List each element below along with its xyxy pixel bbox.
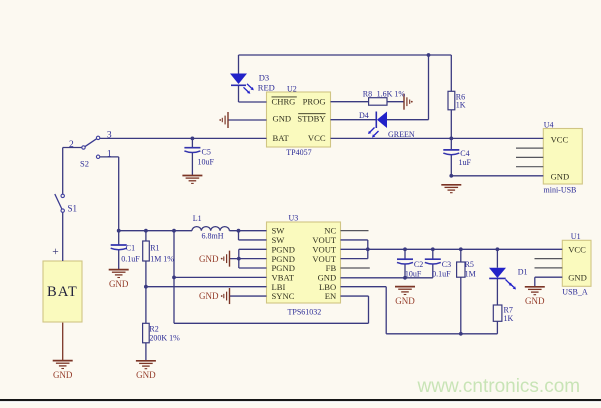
svg-text:D4: D4 <box>359 111 369 120</box>
svg-text:1K: 1K <box>456 101 466 110</box>
svg-text:C4: C4 <box>460 149 469 158</box>
svg-text:PGND: PGND <box>272 254 295 264</box>
svg-text:EN: EN <box>325 291 337 301</box>
svg-text:L1: L1 <box>193 214 202 223</box>
svg-text:NC: NC <box>324 226 336 236</box>
svg-text:D3: D3 <box>259 72 269 82</box>
svg-text:1M: 1M <box>465 270 476 279</box>
svg-text:S2: S2 <box>80 158 89 168</box>
svg-text:2: 2 <box>69 140 74 150</box>
svg-text:1uF: 1uF <box>459 158 472 167</box>
svg-text:GND: GND <box>53 370 73 380</box>
svg-text:LBO: LBO <box>319 282 336 292</box>
svg-text:VCC: VCC <box>551 135 569 145</box>
svg-text:GND: GND <box>273 113 292 123</box>
svg-text:C2: C2 <box>414 260 423 269</box>
svg-text:C3: C3 <box>442 260 451 269</box>
svg-text:BAT: BAT <box>47 284 78 300</box>
svg-text:PROG: PROG <box>303 97 326 107</box>
svg-text:R1: R1 <box>150 244 159 253</box>
svg-text:1M 1%: 1M 1% <box>150 254 174 263</box>
svg-text:U2: U2 <box>287 84 297 93</box>
svg-text:GND: GND <box>525 296 545 306</box>
svg-text:U3: U3 <box>289 213 299 222</box>
svg-text:C5: C5 <box>202 147 211 156</box>
svg-text:SW: SW <box>272 226 286 236</box>
svg-text:VOUT: VOUT <box>312 254 337 264</box>
svg-text:mini-USB: mini-USB <box>544 186 577 195</box>
svg-text:RED: RED <box>258 82 275 92</box>
svg-text:LBI: LBI <box>272 282 286 292</box>
svg-text:R6: R6 <box>456 93 465 102</box>
svg-text:PGND: PGND <box>272 263 295 273</box>
svg-text:CHRG: CHRG <box>272 97 296 107</box>
svg-text:10uF: 10uF <box>198 158 215 167</box>
svg-text:S1: S1 <box>68 204 78 214</box>
svg-text:C1: C1 <box>126 244 135 253</box>
svg-text:GREEN: GREEN <box>388 130 415 139</box>
svg-text:3: 3 <box>107 131 112 141</box>
svg-text:GND: GND <box>109 279 129 289</box>
svg-text:SYNC: SYNC <box>272 291 295 301</box>
svg-text:VCC: VCC <box>568 244 586 254</box>
svg-text:D1: D1 <box>518 268 528 277</box>
svg-text:200K 1%: 200K 1% <box>149 333 180 342</box>
svg-text:U4: U4 <box>544 121 554 130</box>
svg-text:10uF: 10uF <box>405 270 422 279</box>
svg-text:FB: FB <box>326 263 337 273</box>
svg-text:VOUT: VOUT <box>312 235 337 245</box>
svg-text:+: + <box>52 246 59 258</box>
svg-text:SW: SW <box>272 235 286 245</box>
svg-text:GND: GND <box>395 296 415 306</box>
svg-text:www.cntronics.com: www.cntronics.com <box>417 376 581 397</box>
svg-text:TPS61032: TPS61032 <box>288 307 322 316</box>
svg-text:R2: R2 <box>149 325 158 334</box>
svg-text:GND: GND <box>199 254 219 264</box>
svg-text:STDBY: STDBY <box>297 113 325 123</box>
svg-text:TP4057: TP4057 <box>286 148 311 157</box>
svg-text:6.8mH: 6.8mH <box>202 231 224 240</box>
svg-text:R5: R5 <box>465 260 474 269</box>
svg-text:0.1uF: 0.1uF <box>432 270 451 279</box>
svg-text:U1: U1 <box>571 232 581 241</box>
svg-text:PGND: PGND <box>272 244 295 254</box>
svg-text:1: 1 <box>107 149 112 159</box>
svg-text:GND: GND <box>551 171 570 181</box>
svg-text:BAT: BAT <box>273 133 290 143</box>
svg-text:GND: GND <box>318 272 337 282</box>
svg-text:1K: 1K <box>504 314 514 323</box>
svg-text:GND: GND <box>136 370 156 380</box>
svg-text:R8: R8 <box>363 89 372 98</box>
svg-text:1.6K 1%: 1.6K 1% <box>377 89 406 98</box>
svg-text:VCC: VCC <box>308 133 326 143</box>
svg-text:VOUT: VOUT <box>312 244 337 254</box>
svg-text:R7: R7 <box>504 305 513 314</box>
svg-text:GND: GND <box>568 273 587 283</box>
svg-text:GND: GND <box>199 291 219 301</box>
svg-text:VBAT: VBAT <box>272 272 295 282</box>
svg-text:0.1uF: 0.1uF <box>121 254 140 263</box>
svg-text:USB_A: USB_A <box>562 288 588 297</box>
